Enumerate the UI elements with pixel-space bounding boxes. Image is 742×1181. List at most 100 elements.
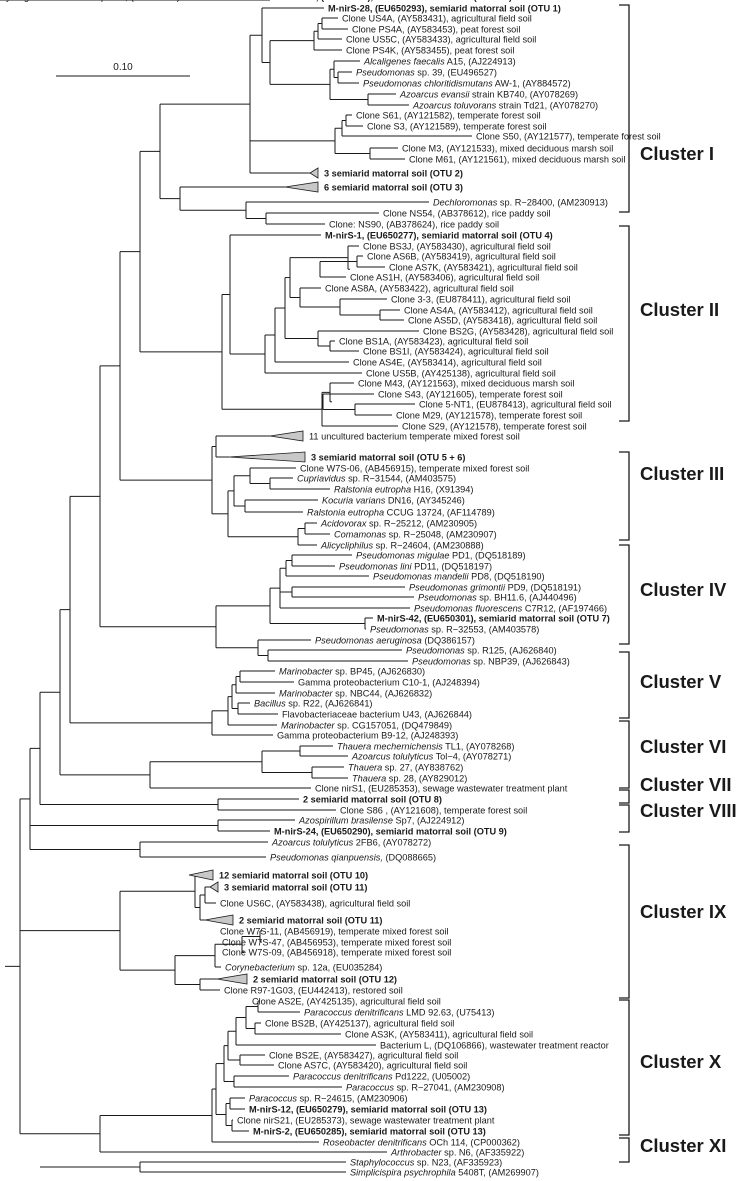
leaf-label: Bacillus sp. R22, (AJ626841) <box>254 698 373 708</box>
leaf-label-part: Tol−4, (AY078271) <box>433 751 511 761</box>
leaf-label: M-nirS-42, (EU650301), semiarid matorral… <box>377 613 610 623</box>
leaf-label-part: Clone BS2E, (AY583427), agricultural fie… <box>269 1050 458 1060</box>
leaf-label: Clone AS5D, (AY583418), agricultural fie… <box>408 315 597 325</box>
leaf-label: Clone US5B, (AY425138), agricultural fie… <box>366 368 556 378</box>
leaf-label: 2 semiarid matorral soil (OTU 8) <box>303 794 442 804</box>
cluster-bracket <box>619 789 630 804</box>
leaf-label: 11 uncultured bacterium temperate mixed … <box>309 431 520 441</box>
leaf-label-part: Pseudomonas fluorescens <box>414 603 523 613</box>
leaf-label-part: Thauera <box>348 762 382 772</box>
leaf-label-part: Clone AS8A, (AY583422), agricultural fie… <box>325 283 514 293</box>
leaf-label-part: (AB210046) <box>128 0 180 2</box>
leaf-label-part: (DQ386157) <box>422 635 475 645</box>
leaf-label-part: Clone nirS21, (EU285373), sewage wastewa… <box>237 1115 495 1125</box>
collapsed-clade-wedge <box>228 451 306 463</box>
leaf-label: Clone W7S-06, (AB456915), temperate mixe… <box>300 463 529 473</box>
leaf-label-part: Pseudomonas grimontii <box>409 582 506 592</box>
leaf-label-part: Clone AS5D, (AY583418), agricultural fie… <box>408 315 597 325</box>
leaf-label-part: Staphylococcus <box>350 1157 415 1167</box>
collapsed-clade-wedge <box>204 914 234 926</box>
leaf-label: Marinobacter sp. BP45, (AJ626830) <box>279 666 425 676</box>
leaf-label: Clone BS1A, (AY583423), agricultural fie… <box>339 336 528 346</box>
leaf-label-part: sp. BP45, (AJ626830) <box>333 666 425 676</box>
leaf-label: Staphylococcus sp. N23, (AF335923) <box>350 1157 502 1167</box>
leaf-label-part: Clone W7S-06, (AB456915), temperate mixe… <box>300 463 529 473</box>
leaf-label-part: H16, (X91394) <box>411 484 473 494</box>
leaf-label: Clone S86 , (AY121608), temperate forest… <box>340 805 527 815</box>
leaf-label: Clone BS1I, (AY583424), agricultural fie… <box>363 346 549 356</box>
leaf-label-part: Clone BS1A, (AY583423), agricultural fie… <box>339 336 528 346</box>
leaf-label: Clone AS8A, (AY583422), agricultural fie… <box>325 283 514 293</box>
leaf-label-part: Marinobacter <box>279 666 334 676</box>
leaf-label-part: Clone AS4A, (AY583412), agricultural fie… <box>404 305 593 315</box>
leaf-label-part: Ralstonia eutropha <box>307 507 384 517</box>
leaf-label: Clone M43, (AY121563), mixed deciduous m… <box>358 378 574 388</box>
leaf-label: Alicycliphilus sp. R−24604, (AM230888) <box>320 540 484 550</box>
collapsed-clade-wedge <box>216 973 248 985</box>
leaf-label-part: Alcaligenes faecalis <box>363 56 445 66</box>
leaf-label-part: Clone: NS90, (AB378624), rice paddy soil <box>329 219 499 229</box>
leaf-label-part: Clone AS1H, (AY583406), agricultural fie… <box>350 272 539 282</box>
leaf-label: 2 semiarid matorral soil (OTU 11) <box>239 915 382 925</box>
leaf-label-part: Pseudomonas <box>412 656 471 666</box>
leaf-label-part: Paracoccus denitrificans <box>293 1071 393 1081</box>
leaf-label: M-nirS-12, (EU650279), semiarid matorral… <box>249 1104 487 1114</box>
leaf-label-part: Pseudomonas migulae <box>356 550 449 560</box>
leaf-label: Clone BS2B, (AY425137), agricultural fie… <box>265 1018 454 1028</box>
leaf-label: Clone US4A, (AY583431), agricultural fie… <box>342 13 532 23</box>
leaf-label-part: Clone BS3J, (AY583430), agricultural fie… <box>363 241 551 251</box>
leaf-label: Pseudomonas qianpuensis, (DQ088665) <box>270 852 436 862</box>
leaf-label-part: Clone nirS1, (EU285353), sewage wastewat… <box>315 783 568 793</box>
leaf-label: Clone AS3K, (AY583411), agricultural fie… <box>345 1029 533 1039</box>
leaf-label-part: 2 semiarid matorral soil (OTU 8) <box>303 794 442 804</box>
leaf-label-part: Clone R97-1G03, (EU442413), restored soi… <box>224 985 403 995</box>
leaf-label: Clone AS4E, (AY583414), agricultural fie… <box>353 357 542 367</box>
leaf-label-part: sp. R−25212, (AM230905) <box>366 518 477 528</box>
leaf-label-part: (DQ088665) <box>383 852 436 862</box>
leaf-label: Clone S29, (AY121578), temperate forest … <box>402 421 587 431</box>
leaf-label-part: sp. 28, (AY829012) <box>386 773 467 783</box>
leaf-label-part: Marinobacter <box>279 688 334 698</box>
leaf-label: Marinobacter sp. NBC44, (AJ626832) <box>279 688 432 698</box>
leaf-label: Azoarcus tolulyticus Tol−4, (AY078271) <box>351 751 511 761</box>
leaf-label-part: sp. R−28400, (AM230913) <box>497 197 608 207</box>
leaf-label-part: Azoarcus evansii <box>399 89 470 99</box>
scale-bar-label: 0.10 <box>113 62 133 73</box>
leaf-label-part: sp. R−31544, (AM403575) <box>346 473 457 483</box>
leaf-label: Clone BS2G, (AY583428), agricultural fie… <box>423 326 613 336</box>
leaf-label-part: Clone AS4E, (AY583414), agricultural fie… <box>353 357 542 367</box>
leaf-label: Thauera mechernichensis TL1, (AY078268) <box>337 741 514 751</box>
leaf-label: Clone NS54, (AB378612), rice paddy soil <box>383 208 551 218</box>
leaf-label: Ralstonia eutropha CCUG 13724, (AF114789… <box>307 507 495 517</box>
leaf-label: Clone 5-NT1, (EU878413), agricultural fi… <box>419 399 612 409</box>
leaf-label: M-nirS-2, (EU650285), semiarid matorral … <box>253 1126 486 1136</box>
leaf-label: Kocuria varians DN16, (AY345246) <box>322 495 465 505</box>
leaf-label-part: sp. NBC44, (AJ626832) <box>333 688 433 698</box>
leaf-label-part: 2 semiarid matorral soil (OTU 12) <box>253 974 397 984</box>
cluster-bracket <box>619 451 630 541</box>
leaf-label: Ralstonia eutropha H16, (X91394) <box>334 484 473 494</box>
cluster-label: Cluster XI <box>640 1135 726 1156</box>
collapsed-clade-wedge <box>284 181 319 193</box>
leaf-label-part: Clone S3, (AY121589), temperate forest s… <box>367 121 547 131</box>
leaf-label-part: PD11, (DQ518197) <box>412 561 493 571</box>
leaf-label: Paracoccus sp. R−24615, (AM230906) <box>249 1093 408 1103</box>
leaf-label-part: Clone M43, (AY121563), mixed deciduous m… <box>358 378 574 388</box>
leaf-label-part: Roseobacter denitrificans <box>323 1137 427 1147</box>
leaf-label-part: Clone M29, (AY121578), temperate forest … <box>396 410 582 420</box>
leaf-label-part: Hydrogenobacter thermophilus, <box>0 0 128 2</box>
leaf-label-part: 3 semiarid matorral soil (OTU 11) <box>224 882 367 892</box>
cluster-label: Cluster VI <box>640 736 726 757</box>
cluster-label: Cluster X <box>640 1051 722 1072</box>
leaf-label-part: Pseudomonas aeruginosa <box>315 635 422 645</box>
leaf-label: Acidovorax sp. R−25212, (AM230905) <box>320 518 477 528</box>
leaf-label: Clone AS6B, (AY583419), agricultural fie… <box>367 251 556 261</box>
leaf-label-part: Pd1222, (U05002) <box>393 1071 471 1081</box>
leaf-label: M-nirS-28, (EU650293), semiarid matorral… <box>328 3 561 13</box>
leaf-label-part: Pseudomonas qianpuensis, <box>270 852 383 862</box>
leaf-label-part: Corynebacterium <box>225 962 295 972</box>
leaf-label-part: Clone AS6B, (AY583419), agricultural fie… <box>367 251 556 261</box>
cluster-bracket <box>619 4 630 213</box>
leaf-label: Alcaligenes faecalis A15, (AJ224913) <box>363 56 516 66</box>
collapsed-clade-wedge <box>209 881 219 893</box>
